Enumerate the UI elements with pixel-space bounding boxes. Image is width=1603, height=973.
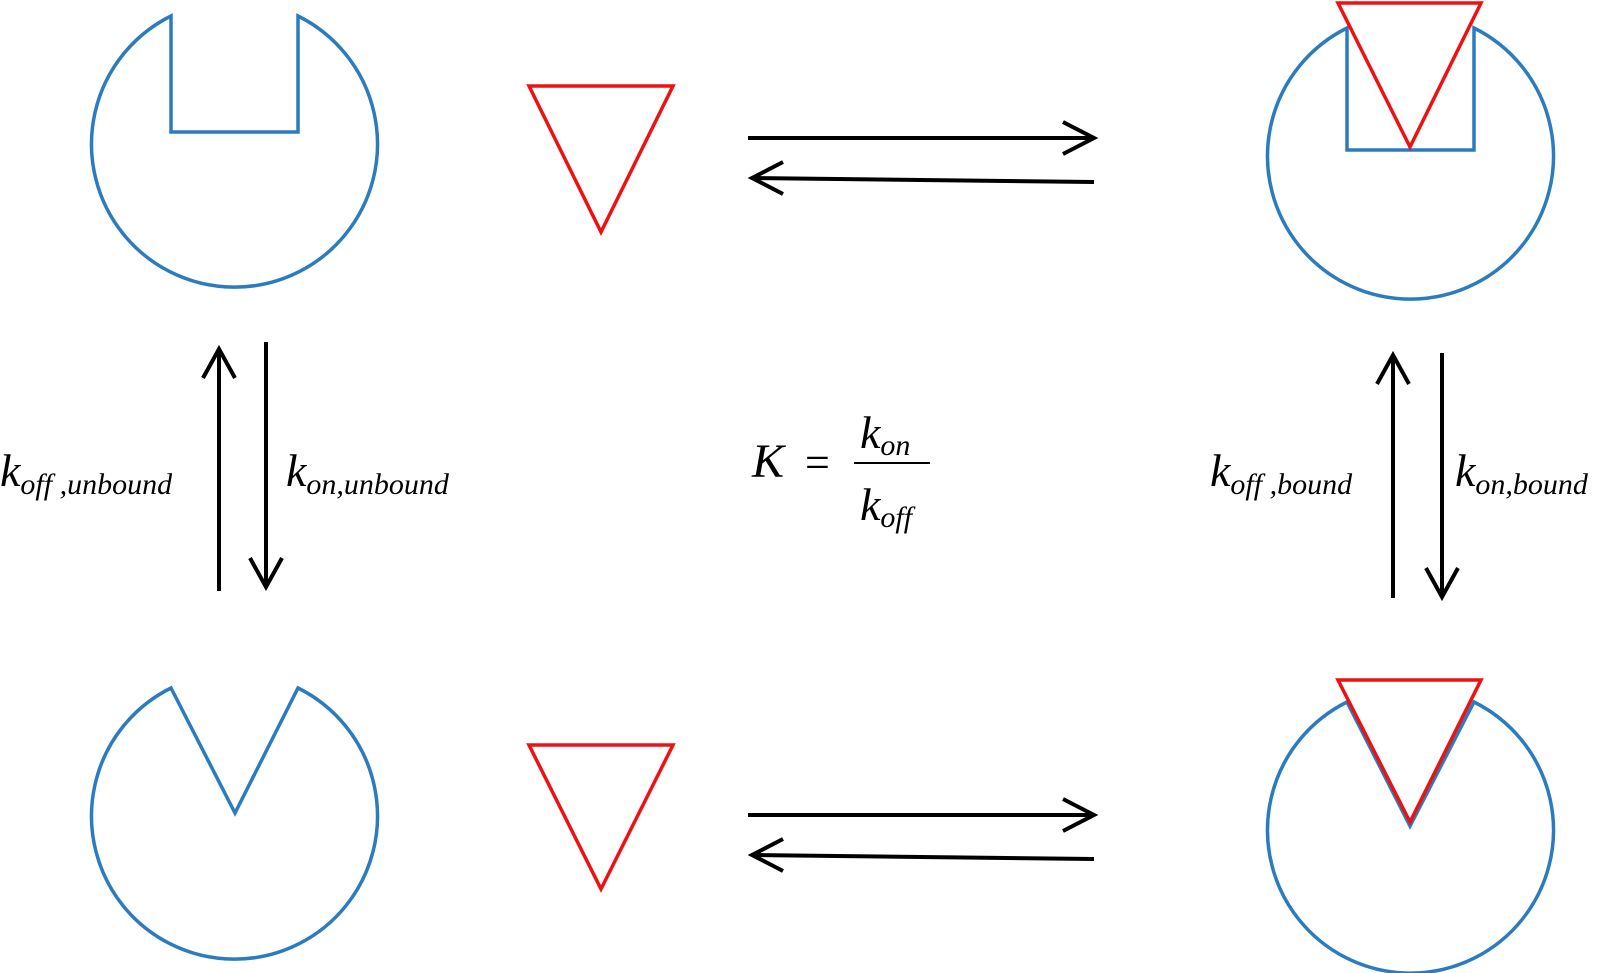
ligand-triangle-bound-top: [1335, 1, 1484, 151]
vertical-arrows-right: [1375, 350, 1460, 602]
ligand-triangle-top: [526, 84, 676, 236]
vertical-arrows-left: [201, 342, 284, 592]
receptor-square-pocket-bound: [1265, 25, 1556, 301]
label-kon-bound: kon,bound: [1455, 445, 1589, 501]
receptor-v-pocket-unbound: [89, 685, 380, 961]
equilibrium-constant-equation: K = kon koff: [751, 407, 930, 534]
equilibrium-arrows-top: [747, 120, 1099, 196]
label-koff-bound: koff ,bound: [1210, 445, 1353, 501]
equation-equals: =: [805, 438, 830, 487]
ligand-triangle-bound-bottom: [1335, 678, 1484, 826]
label-koff-unbound: koff ,unbound: [0, 445, 173, 501]
ligand-triangle-bottom: [526, 743, 676, 893]
equation-denominator: koff: [860, 479, 916, 534]
receptor-square-pocket-unbound: [89, 13, 380, 289]
label-kon-unbound: kon,unbound: [286, 445, 450, 501]
equilibrium-arrows-bottom: [747, 797, 1099, 873]
equation-lhs: K: [751, 435, 787, 488]
receptor-v-pocket-bound: [1265, 699, 1556, 973]
equation-numerator: kon: [860, 407, 910, 462]
